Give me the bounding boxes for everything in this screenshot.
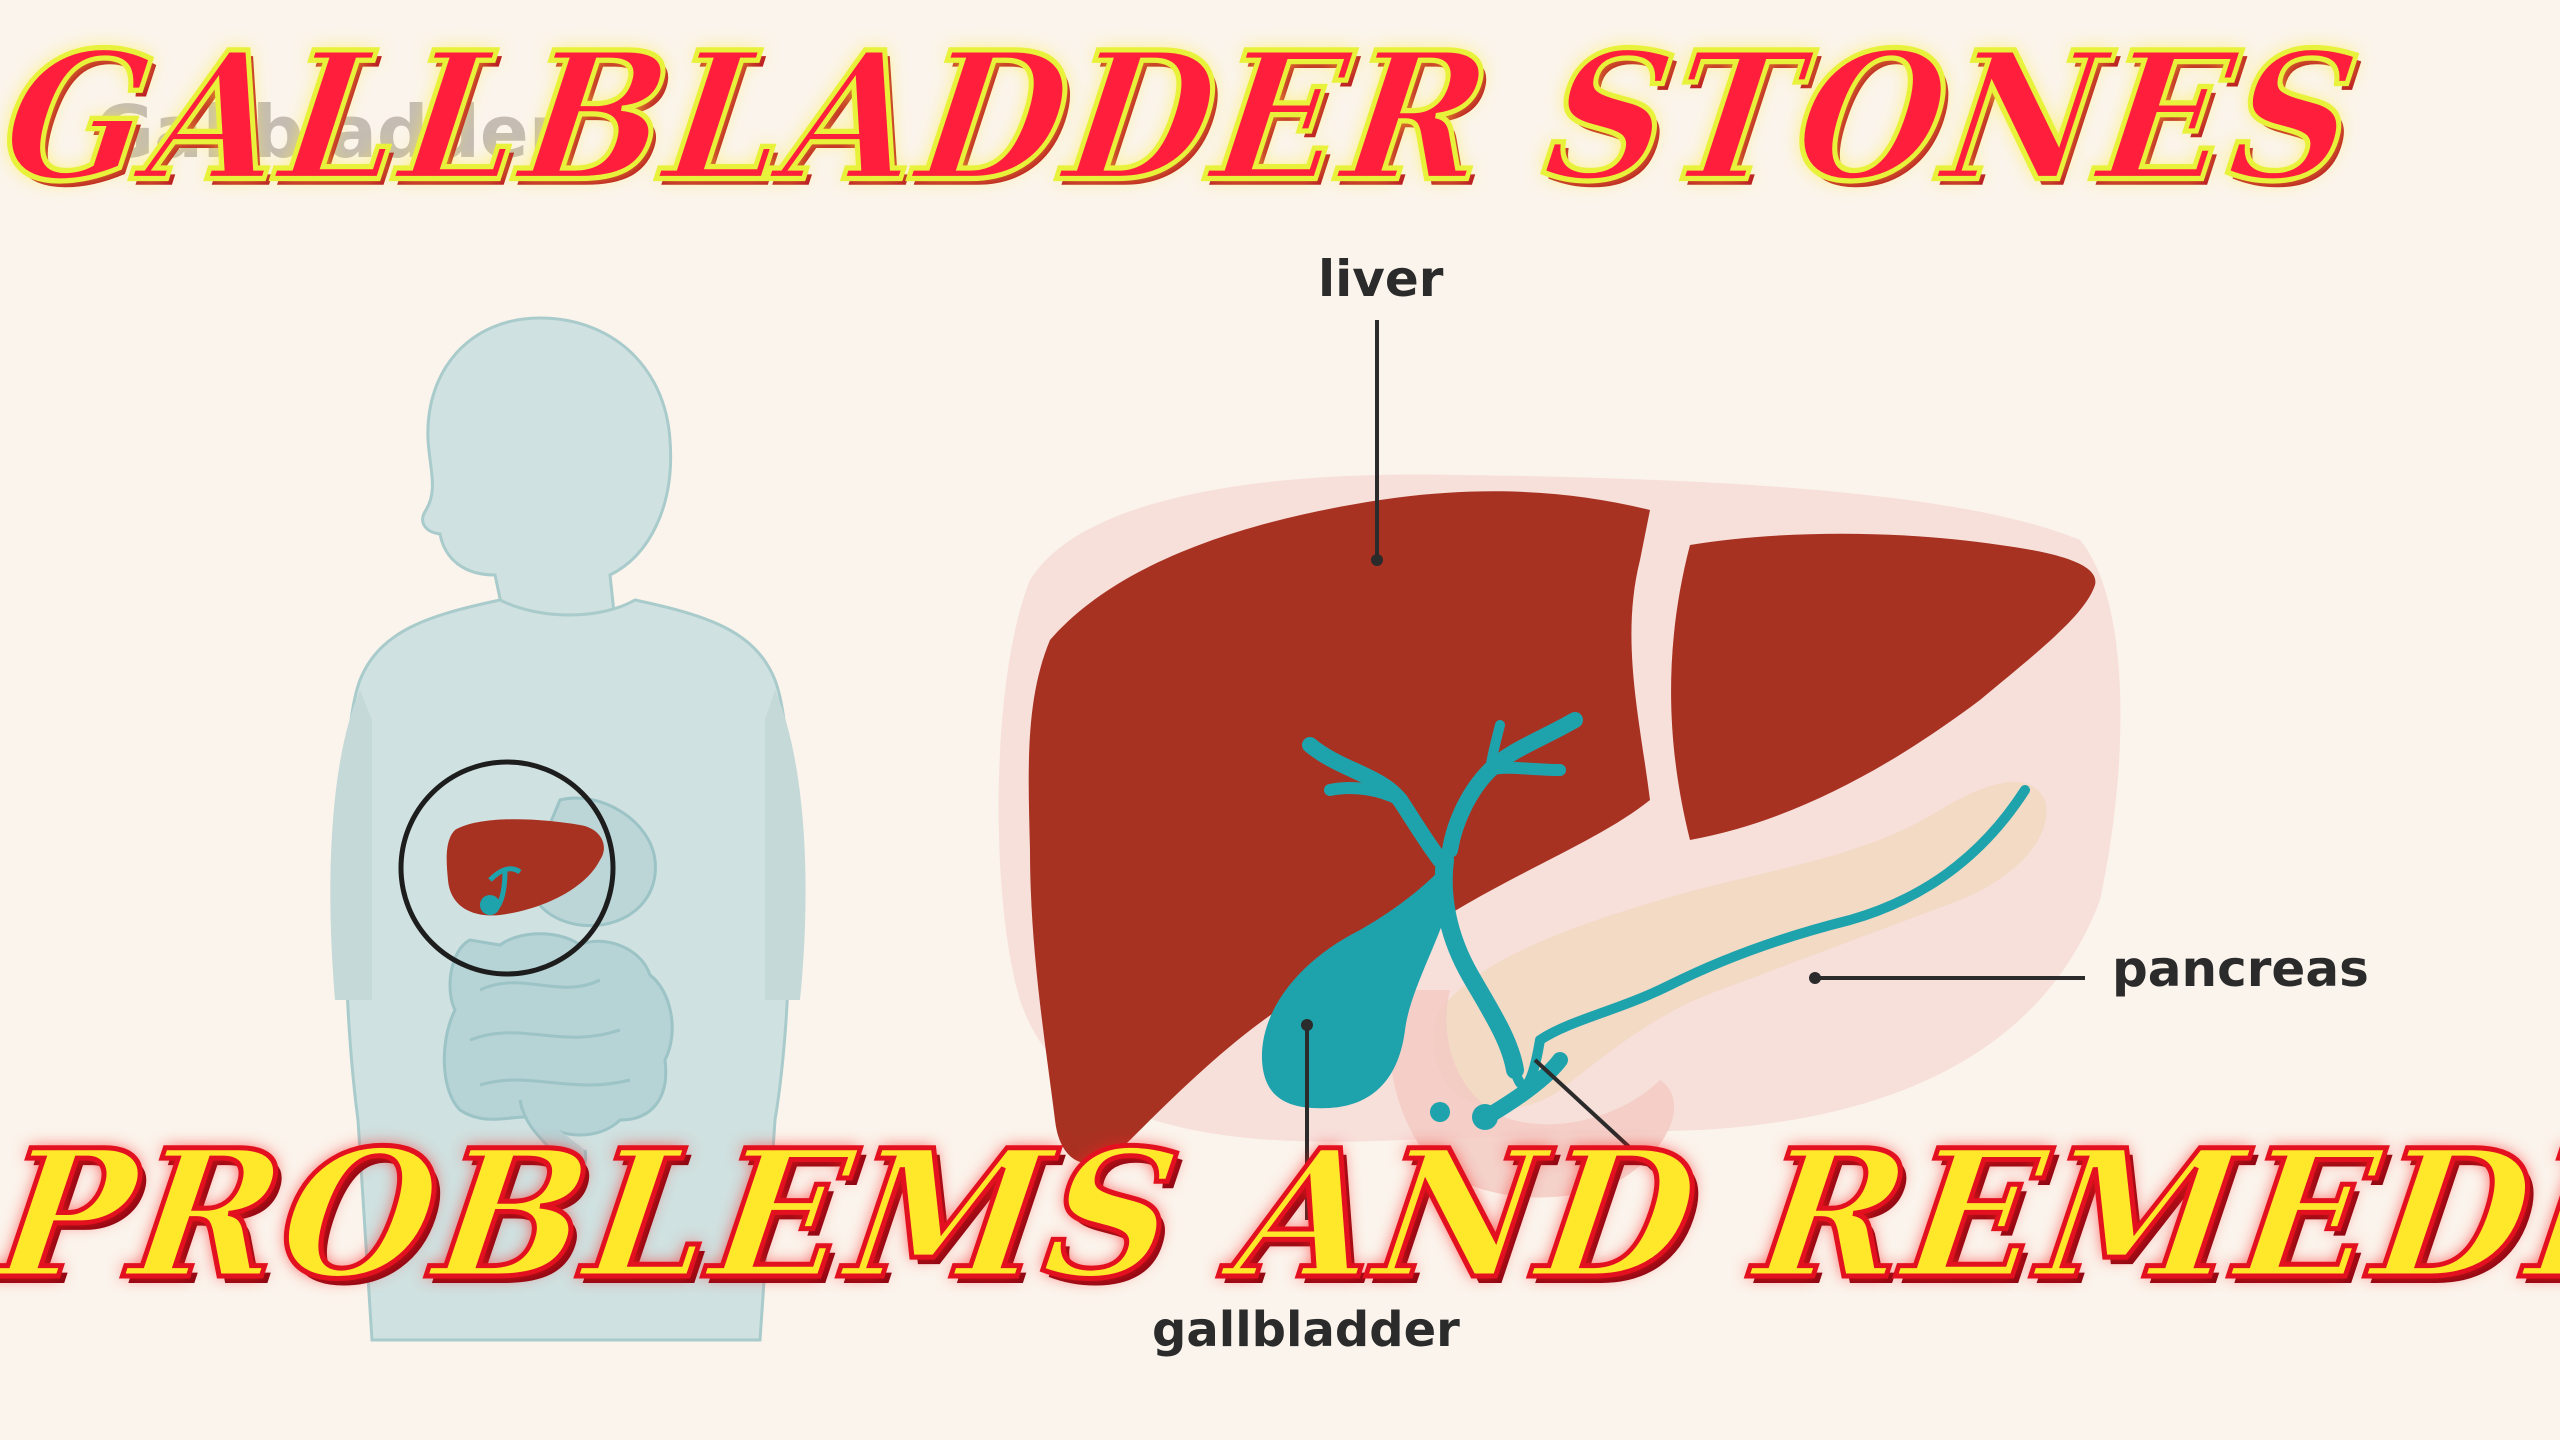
gallbladder-label: gallbladder [1152, 1302, 1460, 1358]
highlight-circle [398, 759, 616, 977]
liver-label: liver [1318, 250, 1444, 308]
small-liver [446, 819, 604, 916]
liver-right-lobe [1028, 491, 1650, 1164]
small-gallbladder [480, 895, 500, 915]
headline-top: GALLBLADDER STONES [0, 10, 2374, 223]
liver-left-lobe [1671, 533, 2096, 840]
headline-bottom: PROBLEMS AND REMEDIES [0, 1109, 2560, 1321]
intestines [442, 932, 674, 1174]
faint-gallbladder-text: Gallbladder [95, 90, 565, 174]
pancreas [1433, 781, 2047, 1109]
pancreas-label: pancreas [2112, 940, 2369, 998]
human-body-silhouette [330, 316, 806, 1342]
duodenum [1390, 990, 1675, 1198]
leader-lines [1305, 320, 2085, 1220]
